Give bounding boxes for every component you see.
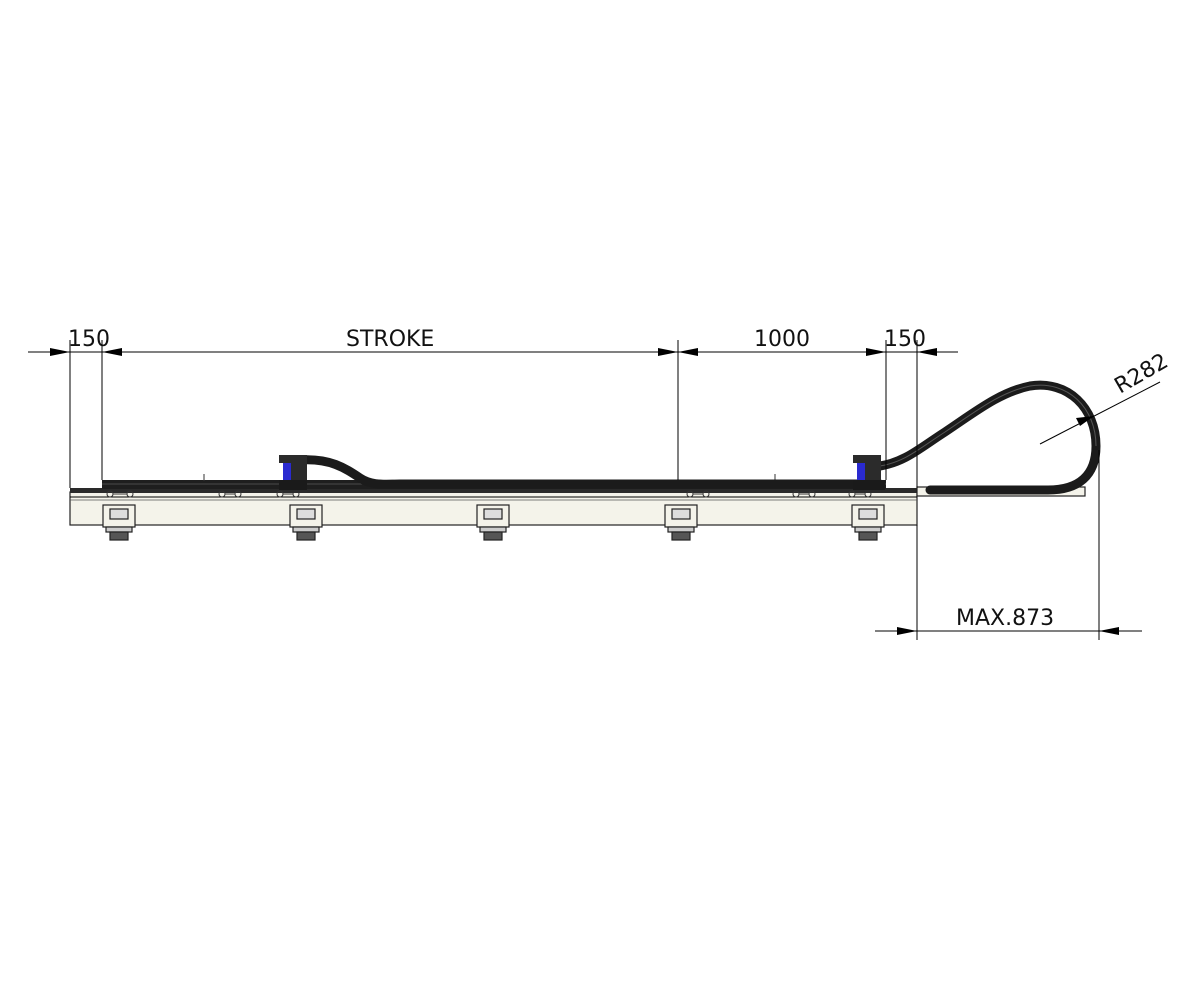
dim-carriage-length: 1000	[754, 327, 810, 352]
fixed-bracket	[853, 455, 885, 493]
dim-left-offset: 150	[68, 327, 110, 352]
mounting-foot	[664, 504, 698, 541]
top-dimension-lines	[28, 340, 958, 488]
rail-rollers	[106, 490, 872, 498]
radius-dimension-line	[1039, 381, 1161, 445]
mounting-feet	[102, 504, 885, 541]
mounting-foot	[476, 504, 510, 541]
dim-stroke: STROKE	[346, 327, 434, 352]
dim-right-offset: 150	[884, 327, 926, 352]
moving-bracket	[279, 455, 307, 493]
mounting-foot	[851, 504, 885, 541]
overhang-dimension-lines	[875, 450, 1142, 640]
mounting-foot	[289, 504, 323, 541]
mounting-foot	[102, 504, 136, 541]
dim-overhang: MAX.873	[956, 606, 1054, 631]
cable-chain	[295, 380, 1101, 495]
